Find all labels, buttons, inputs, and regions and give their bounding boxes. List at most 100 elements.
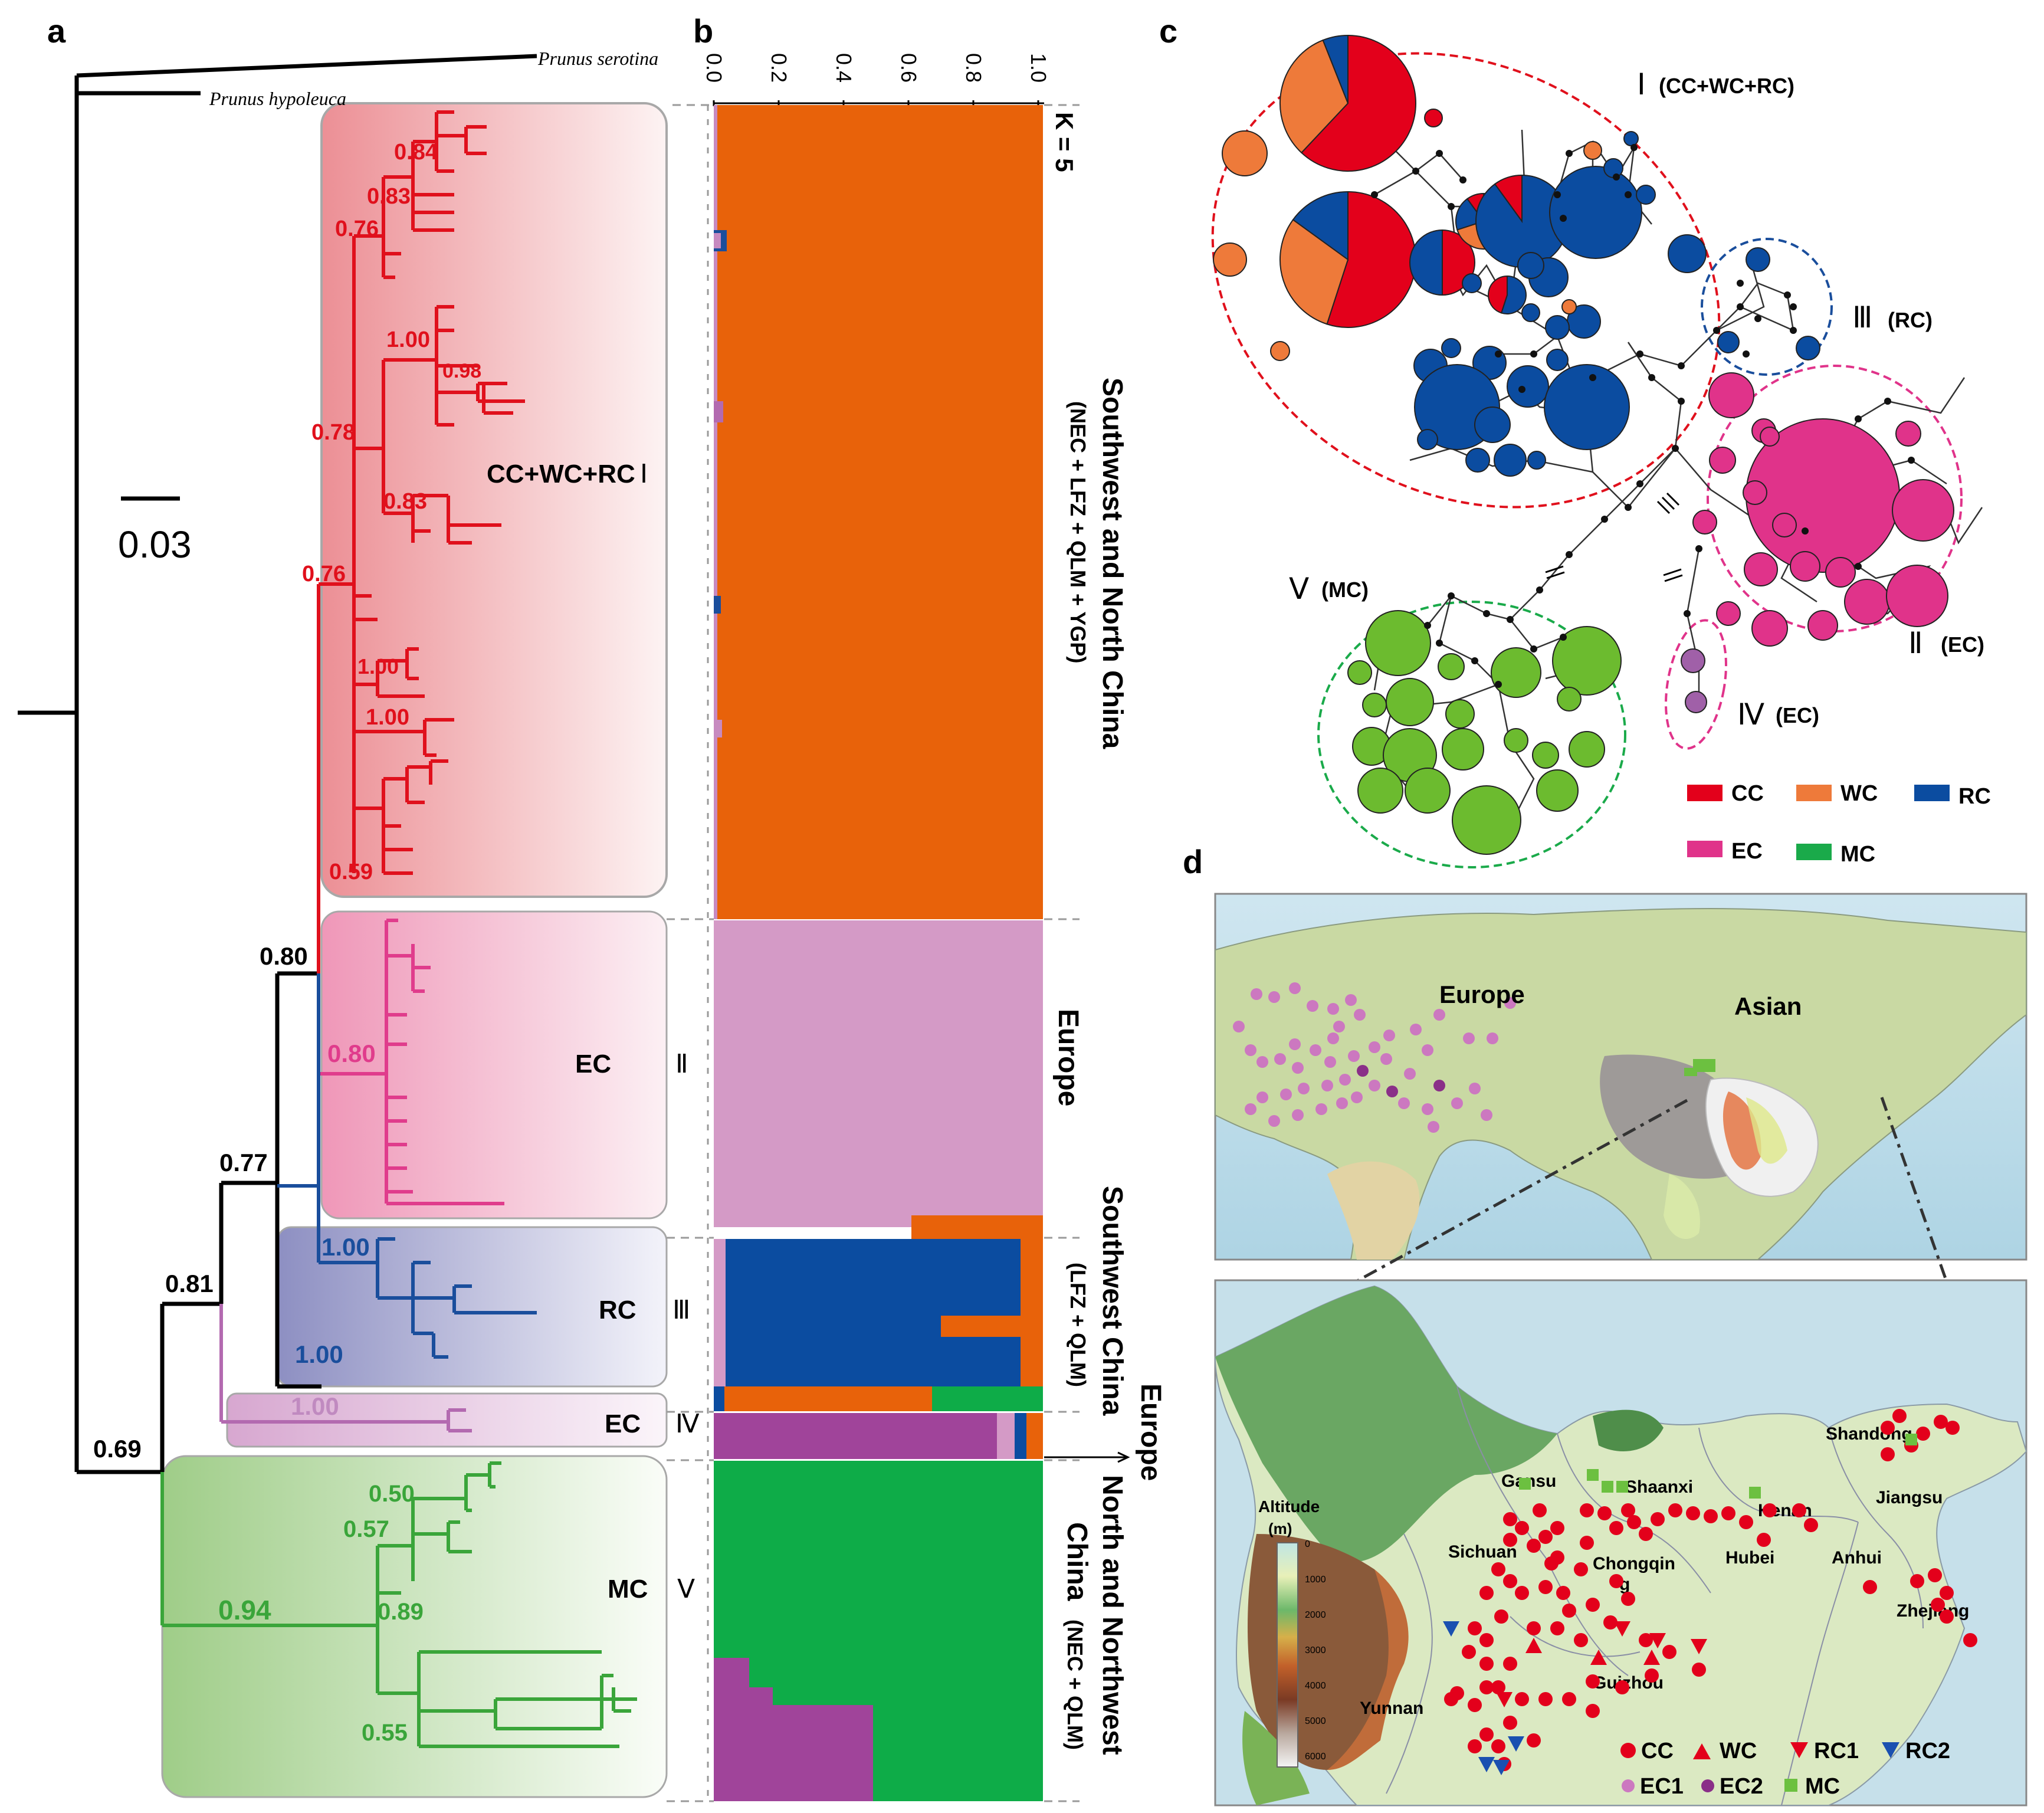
median-vector xyxy=(1448,203,1455,210)
clade-box-1 xyxy=(320,102,668,898)
group-ellipse-1 xyxy=(1211,52,1721,509)
median-vector xyxy=(1672,445,1679,452)
legend-marker xyxy=(1784,1779,1797,1792)
cc-site xyxy=(1574,1562,1588,1576)
support-value: 1.00 xyxy=(357,654,399,678)
legend-label: MC xyxy=(1840,842,1875,867)
haplotype-node xyxy=(1681,648,1705,673)
panel-label-d: d xyxy=(1183,843,1203,880)
haplotype-node xyxy=(1717,331,1740,353)
bar-spike xyxy=(714,1386,724,1411)
panel-label-a: a xyxy=(47,12,66,50)
europe-sample-site xyxy=(1369,1080,1380,1091)
haplotype-node xyxy=(1362,693,1387,717)
haplotype-node xyxy=(1438,653,1465,680)
clade-numeral: Ⅰ xyxy=(640,460,648,489)
haplotype-node xyxy=(1692,510,1717,535)
median-vector xyxy=(1908,457,1915,464)
cc-site xyxy=(1931,1598,1945,1612)
europe-sample-site xyxy=(1324,1056,1336,1068)
cc-site xyxy=(1550,1521,1564,1535)
province-label: Jiangsu xyxy=(1876,1488,1943,1507)
haplotype-node xyxy=(1623,131,1639,146)
haplotype-node xyxy=(1527,451,1546,470)
wc-site xyxy=(1643,1650,1660,1665)
axis-tick-label: 0.0 xyxy=(702,53,726,83)
bar-spike xyxy=(1021,1239,1043,1386)
clade-box-2 xyxy=(320,910,668,1219)
altitude-transition xyxy=(1327,1569,1409,1770)
group-ellipse-2 xyxy=(1707,365,1963,632)
europe-sample-site xyxy=(1274,1053,1286,1065)
cc-site xyxy=(1479,1727,1494,1742)
median-vector xyxy=(1589,374,1596,381)
group-numeral: Ⅳ xyxy=(1737,698,1764,731)
cc-site xyxy=(1574,1633,1588,1647)
region-3-title: Southwest China xyxy=(1097,1186,1128,1416)
median-vector xyxy=(1507,616,1514,623)
group-ellipse-4 xyxy=(1665,619,1727,750)
province-label: Shandong xyxy=(1826,1424,1912,1444)
legend-label: RC xyxy=(1958,784,1991,809)
haplotype-node xyxy=(1536,769,1579,812)
clade-1-branches xyxy=(317,110,525,973)
median-vector xyxy=(1625,504,1632,511)
haplotype-node xyxy=(1886,565,1948,627)
cc-site xyxy=(1639,1527,1653,1541)
network-legend: CC WC RC EC MC xyxy=(1687,781,1991,867)
haplotype-node xyxy=(1222,130,1268,176)
legend-label: CC xyxy=(1731,781,1764,806)
support-value: 1.00 xyxy=(321,1233,370,1261)
support-value: 0.80 xyxy=(260,942,308,970)
cc-site xyxy=(1491,1680,1505,1694)
haplotype-node xyxy=(1546,349,1569,371)
median-vector xyxy=(1684,610,1691,617)
haplotype-pie-slice xyxy=(1409,229,1443,296)
cc-site xyxy=(1527,1539,1541,1553)
axis-tick-label: 0.4 xyxy=(832,53,856,83)
median-vector xyxy=(1678,362,1685,369)
haplotype-node xyxy=(1532,742,1559,769)
legend-label: RC2 xyxy=(1905,1739,1950,1763)
haplotype-node xyxy=(1807,610,1838,641)
bar-spike xyxy=(773,1746,849,1801)
support-value: 1.00 xyxy=(366,705,409,730)
support-value: 0.76 xyxy=(335,217,379,241)
median-vector xyxy=(1737,303,1744,310)
altitude-tick-label: 5000 xyxy=(1305,1716,1326,1726)
europe-sample-site xyxy=(1245,1044,1256,1056)
europe-sample-site xyxy=(1289,982,1301,994)
europe-sample-site xyxy=(1268,1115,1280,1127)
haplotype-node xyxy=(1445,699,1475,729)
haplotype-node xyxy=(1452,785,1521,855)
china-sample-sites xyxy=(1443,1409,1977,1775)
europe-sample-site xyxy=(1256,1056,1268,1068)
support-values: 0.84 0.83 0.76 1.00 0.98 0.78 0.83 0.76 … xyxy=(93,140,481,1746)
haplotype-node xyxy=(1405,768,1451,814)
mc-sites-overview xyxy=(1684,1068,1697,1076)
panel-label-c: c xyxy=(1159,12,1177,50)
haplotype-nodes xyxy=(1213,34,1954,855)
europe-sample-site xyxy=(1469,1083,1481,1094)
haplotype-node xyxy=(1569,731,1605,768)
cc-site xyxy=(1533,1503,1547,1517)
median-vector xyxy=(1636,350,1643,358)
cc-site xyxy=(1804,1518,1818,1532)
support-value: 0.83 xyxy=(367,184,411,209)
cc-site xyxy=(1597,1506,1612,1520)
europe-sample-site xyxy=(1307,1000,1318,1012)
clade-name: MC xyxy=(608,1575,648,1604)
europe-sample-site xyxy=(1298,1083,1310,1094)
axis-tick-label: 1.0 xyxy=(1026,53,1051,83)
cc-site xyxy=(1704,1509,1718,1523)
mc-sites-overview xyxy=(1693,1059,1715,1072)
group-tag: (CC+WC+RC) xyxy=(1659,74,1794,98)
province-label: Yunnan xyxy=(1360,1699,1423,1718)
province-label: Anhui xyxy=(1832,1548,1882,1568)
map-legend: CC WC RC1 RC2 EC1 EC2 MC xyxy=(1620,1739,1950,1799)
haplotype-node xyxy=(1491,647,1541,698)
mc-site xyxy=(1587,1469,1599,1481)
europe-sample-site xyxy=(1268,991,1280,1003)
label-europe: Europe xyxy=(1439,981,1525,1008)
cc-site xyxy=(1538,1530,1553,1544)
